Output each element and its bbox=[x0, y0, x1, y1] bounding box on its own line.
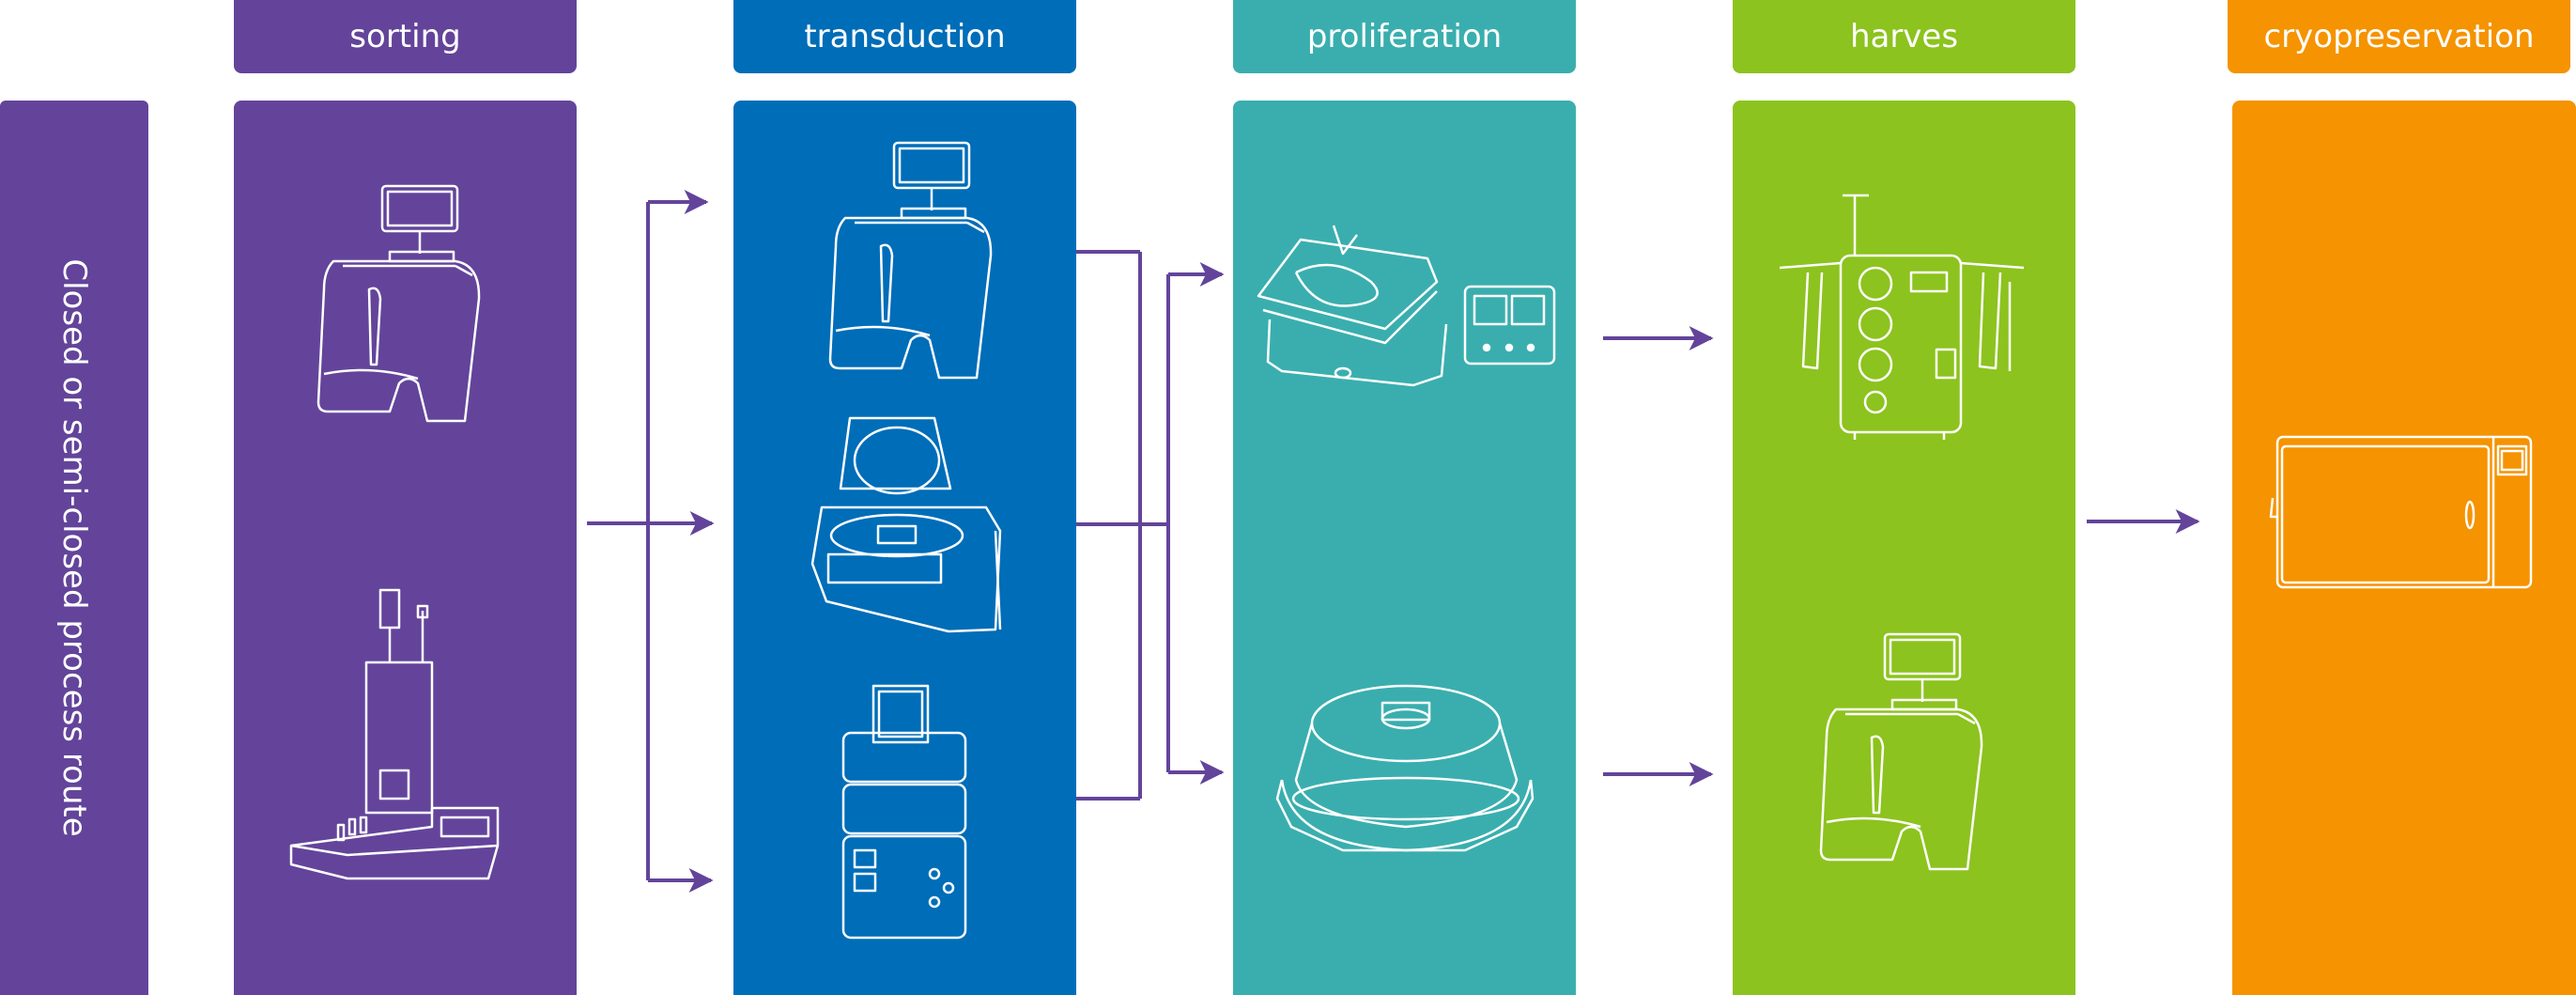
column-separator-icon bbox=[289, 588, 500, 880]
stage-header-transduction: transduction bbox=[733, 0, 1076, 73]
controlled-rate-freezer-icon bbox=[2269, 435, 2533, 589]
connector-proliferation-to-harves bbox=[1603, 326, 1714, 786]
cell-processor-icon bbox=[1819, 632, 1983, 871]
stage-column-transduction bbox=[733, 101, 1076, 995]
stage-header-harves: harves bbox=[1733, 0, 2075, 73]
cell-harvester-icon bbox=[1779, 194, 2025, 440]
process-route-bar: Closed or semi-closed process route bbox=[0, 101, 148, 995]
connector-transduction-to-proliferation bbox=[1076, 250, 1225, 801]
stage-column-proliferation bbox=[1233, 101, 1576, 995]
cell-processor-icon bbox=[316, 184, 481, 423]
stage-column-cryopreservation bbox=[2232, 101, 2576, 995]
stacked-incubator-icon bbox=[841, 684, 967, 940]
stage-column-harves bbox=[1733, 101, 2075, 995]
stage-header-sorting: sorting bbox=[234, 0, 577, 73]
cell-processor-icon bbox=[828, 141, 993, 380]
stage-header-cryopreservation: cryopreservation bbox=[2228, 0, 2570, 73]
rotating-culture-vessel-icon bbox=[1275, 684, 1535, 852]
rocking-bioreactor-icon bbox=[1257, 225, 1556, 387]
connector-sorting-to-transduction bbox=[587, 190, 715, 893]
stage-header-proliferation: proliferation bbox=[1233, 0, 1576, 73]
centrifuge-icon bbox=[810, 416, 1002, 633]
